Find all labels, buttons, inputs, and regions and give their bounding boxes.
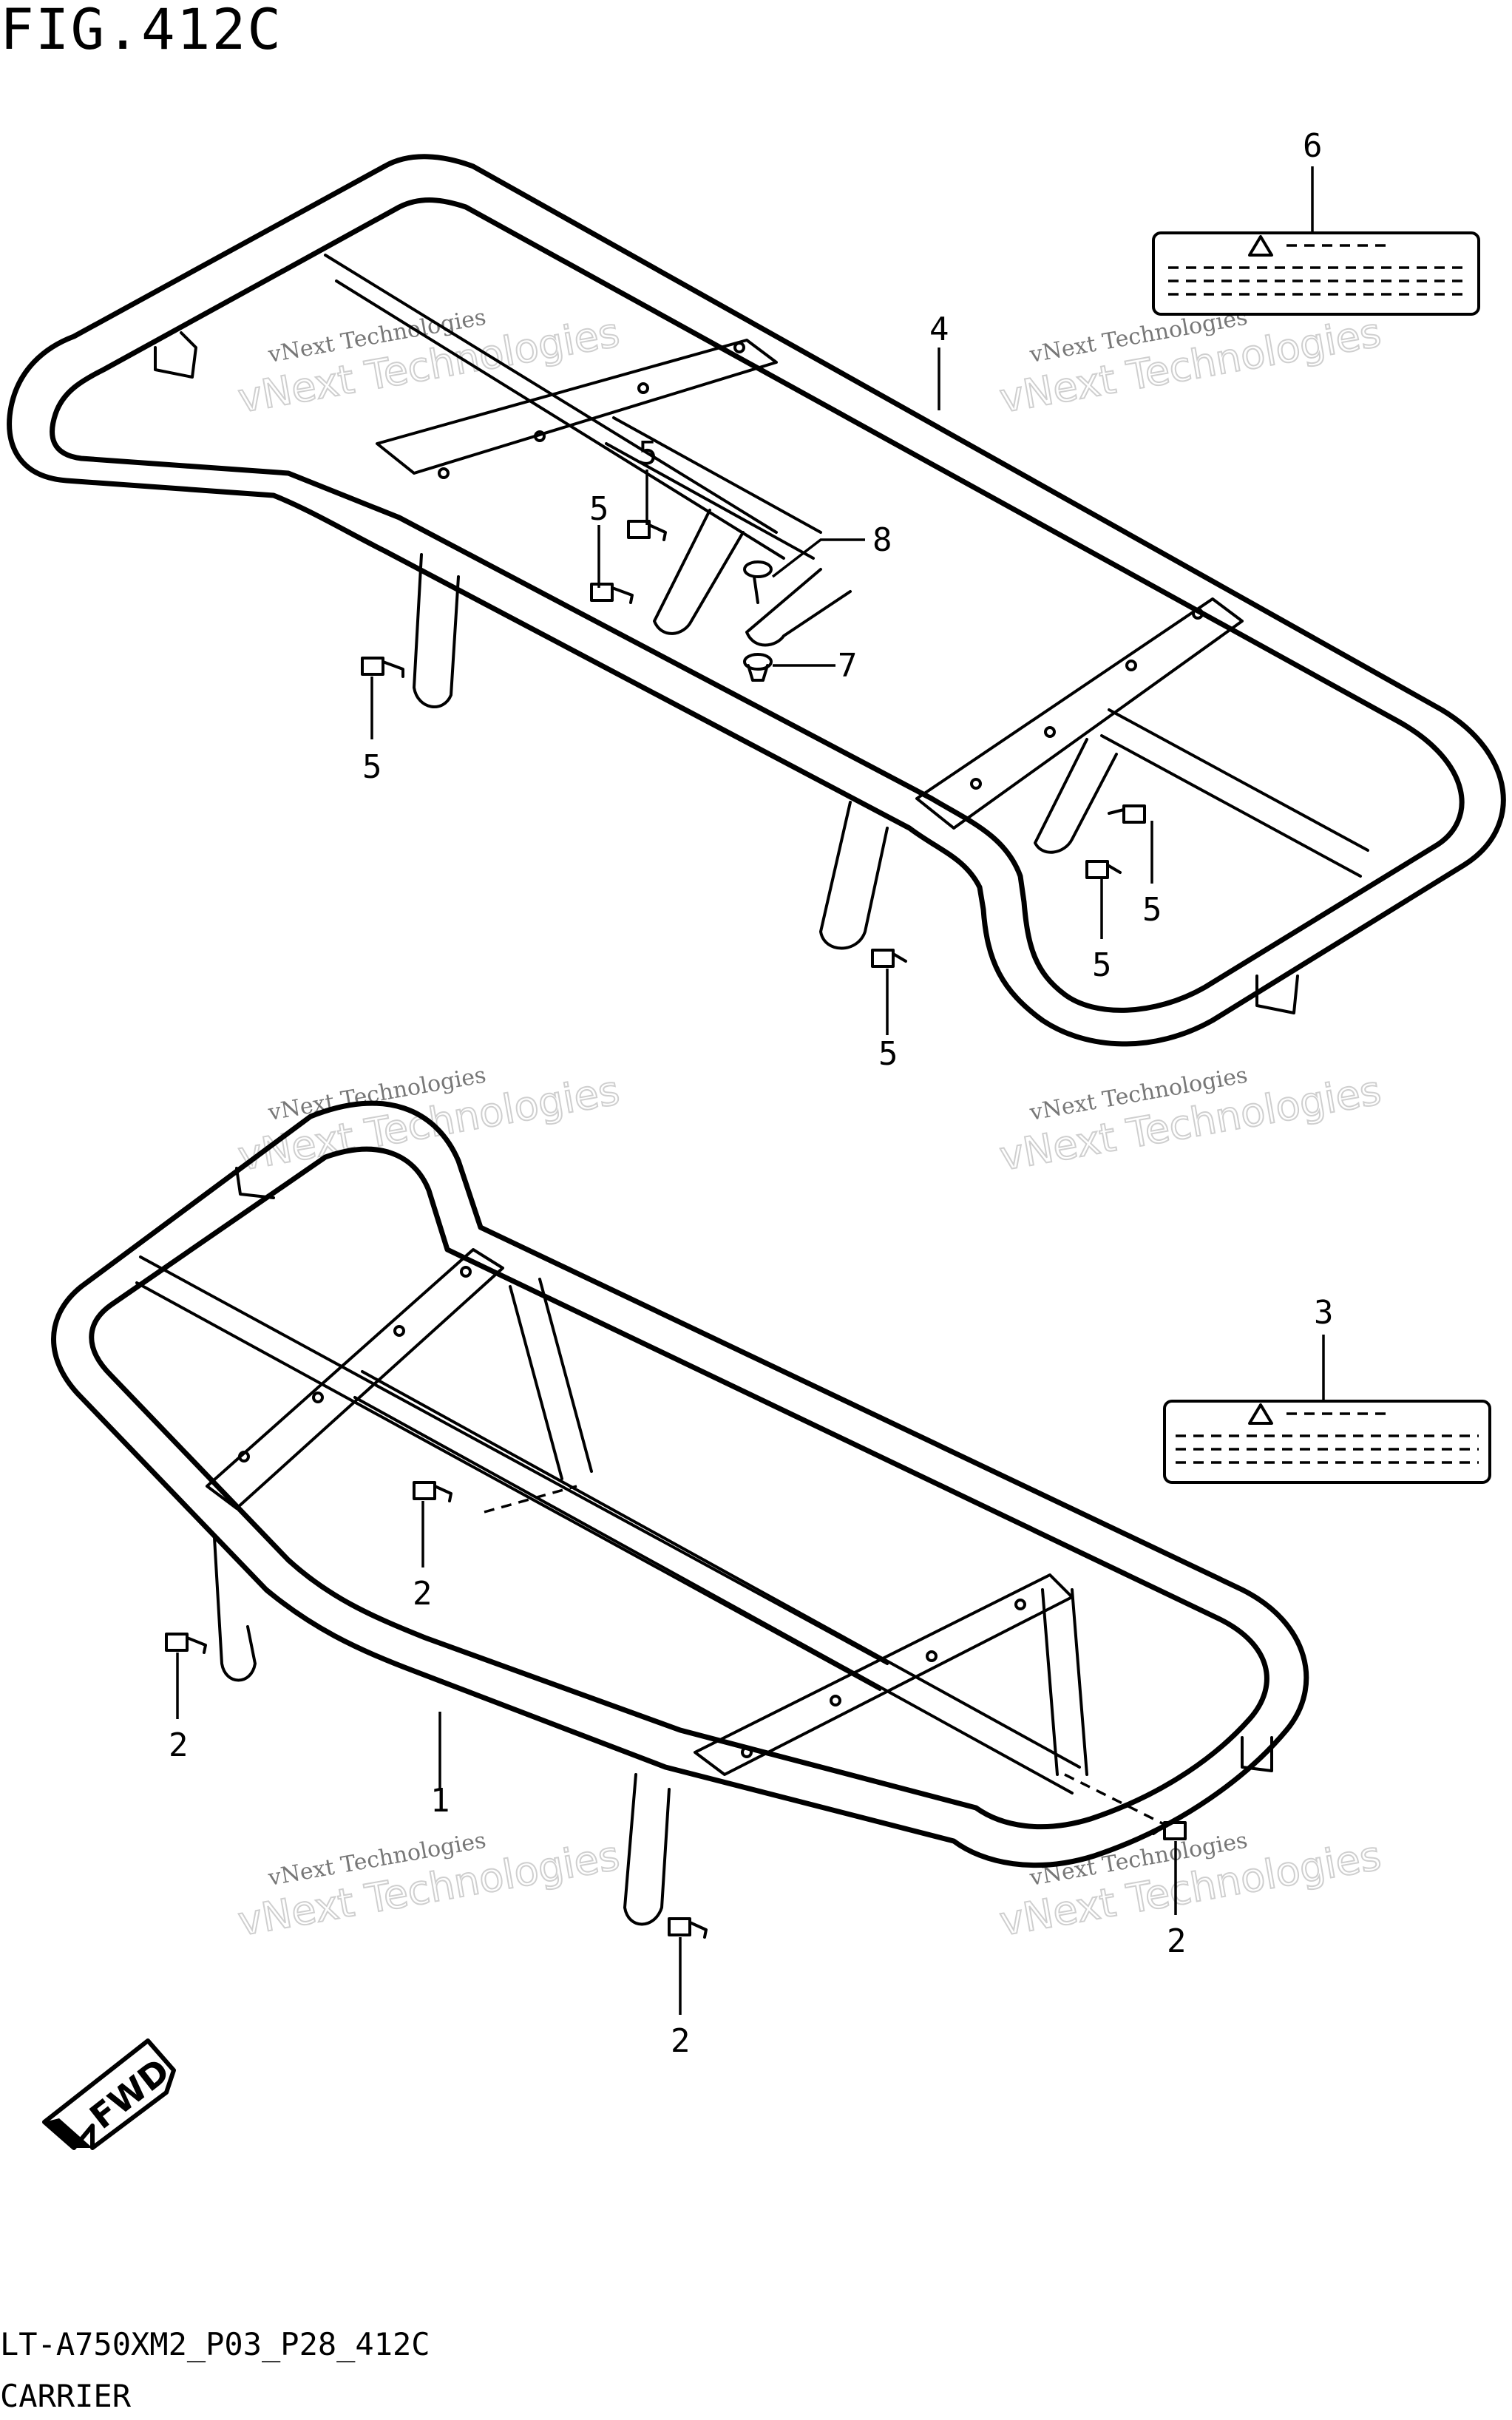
callout-5: 5 (878, 1035, 898, 1073)
bolt-icon (627, 520, 667, 541)
callout-5: 5 (1142, 891, 1162, 929)
callout-5: 5 (589, 490, 609, 528)
bolt-icon (1085, 860, 1122, 879)
bolt-icon (871, 949, 907, 968)
callout-3: 3 (1314, 1294, 1334, 1332)
bolt-icon (1108, 804, 1146, 824)
callout-5: 5 (362, 748, 382, 786)
screw-icon (743, 560, 773, 604)
bolt-icon (361, 657, 404, 678)
callout-7: 7 (838, 647, 858, 685)
callout-2: 2 (1167, 1922, 1187, 1960)
callout-8: 8 (872, 521, 892, 559)
front-carrier-drawing (51, 1100, 1309, 1939)
bolt-icon (413, 1481, 452, 1502)
callout-numbers: 6 3 4 5 5 5 5 5 5 8 7 1 2 2 2 2 (169, 127, 1334, 2060)
warning-label-6 (1152, 231, 1480, 316)
figure-title: FIG.412C (0, 0, 283, 62)
bolt-icon (668, 1917, 708, 1939)
bolt-icon (165, 1633, 207, 1654)
bolt-icon (590, 583, 634, 604)
callout-2: 2 (413, 1575, 433, 1613)
callout-5: 5 (1092, 946, 1112, 984)
callout-6: 6 (1303, 127, 1323, 165)
section-name: CARRIER (0, 2378, 132, 2414)
bolt-icon (1152, 1821, 1187, 1840)
callout-5: 5 (638, 435, 658, 472)
callout-2: 2 (169, 1726, 189, 1764)
fwd-arrow-icon: FWD (42, 2038, 177, 2150)
callout-1: 1 (430, 1782, 450, 1820)
callout-4: 4 (929, 311, 949, 348)
callout-2: 2 (671, 2022, 691, 2060)
leader-lines (176, 166, 1325, 2015)
nut-icon (743, 653, 773, 682)
warning-label-3 (1163, 1400, 1491, 1484)
drawing-code: LT-A750XM2_P03_P28_412C (0, 2326, 430, 2362)
rear-carrier-drawing (7, 154, 1506, 1047)
